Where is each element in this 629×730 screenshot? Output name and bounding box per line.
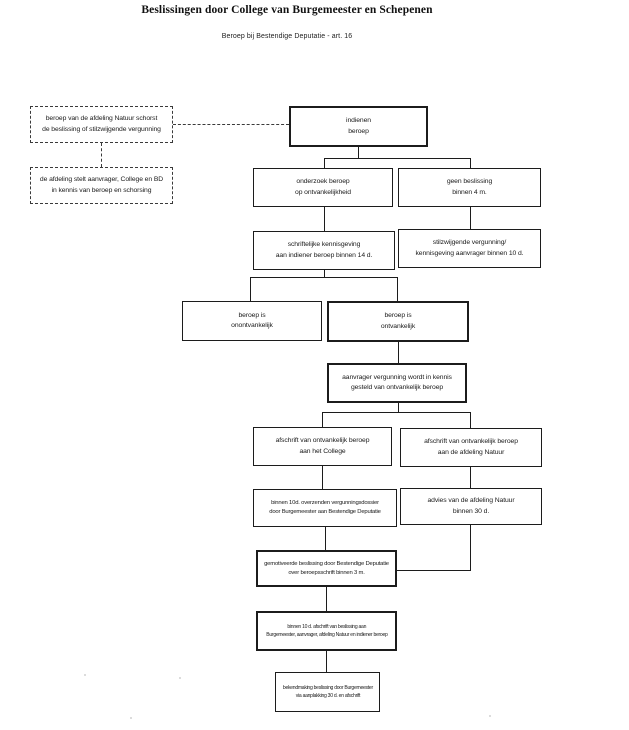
node-label-line: afschrift van ontvankelijk beroep [424, 438, 518, 446]
connector-line [397, 277, 398, 301]
node-afschrift-beslissing: binnen 10 d. afschrift van beslissing aa… [256, 611, 397, 651]
node-label-line: beroep is [238, 311, 266, 319]
node-label-line: gesteld van ontvankelijk beroep [350, 384, 444, 391]
node-label-line: aan indiener beroep binnen 14 d. [275, 251, 373, 259]
node-beroep-onontvankelijk: beroep is onontvankelijk [182, 301, 322, 341]
node-schriftelijke-kennisgeving: schriftelijke kennisgeving aan indiener … [253, 231, 395, 270]
node-label-line: binnen 10d. overzenden vergunningsdossie… [271, 500, 379, 507]
node-label-line: de afdeling stelt aanvrager, College en … [39, 176, 164, 184]
node-label-line: binnen 30 d. [452, 507, 490, 515]
connector-line [324, 207, 325, 231]
scan-speckle [489, 715, 491, 717]
connector-line [470, 158, 471, 168]
node-label-line: over beroepsschrift binnen 3 m. [288, 569, 365, 576]
node-label-line: beroep is [384, 312, 412, 320]
connector-line [398, 342, 399, 363]
node-beroep-ontvankelijk: beroep is ontvankelijk [327, 301, 469, 342]
connector-line [397, 570, 471, 571]
node-label-line: kennisgeving aanvrager binnen 10 d. [415, 249, 524, 257]
node-beroep-schorst: beroep van de afdeling Natuur schorst de… [30, 106, 173, 143]
node-stilzwijgende-vergunning: stilzwijgende vergunning/ kennisgeving a… [398, 229, 541, 268]
node-label-line: onderzoek beroep [296, 178, 350, 186]
node-label-line: op ontvankelijkheid [295, 188, 351, 196]
scan-speckle [84, 674, 86, 676]
node-label-line: afschrift van ontvankelijk beroep [275, 437, 370, 445]
connector-line [322, 466, 323, 489]
node-afschrift-natuur: afschrift van ontvankelijk beroep aan de… [400, 428, 542, 467]
dashed-connector-line [173, 124, 289, 125]
node-label-line: geen beslissing [446, 178, 493, 186]
connector-line [250, 277, 251, 301]
node-geen-beslissing: geen beslissing binnen 4 m. [398, 168, 541, 207]
node-label-line: aanvrager vergunning wordt in kennis [342, 373, 452, 381]
node-label-line: bekendmaking beslissing door Burgemeeste… [282, 684, 373, 691]
connector-line [250, 277, 398, 278]
node-label-line: aan het College [299, 447, 346, 455]
page-title: Beslissingen door College van Burgemeest… [141, 4, 433, 16]
connector-line [322, 412, 323, 427]
node-kennis-schorsing: de afdeling stelt aanvrager, College en … [30, 167, 173, 204]
connector-line [358, 147, 359, 158]
connector-line [324, 158, 325, 168]
node-label-line: ontvankelijk [380, 322, 416, 330]
node-label-line: gemotiveerde beslissing door Bestendige … [264, 560, 389, 567]
connector-line [326, 651, 327, 672]
node-indienen-beroep: indienen beroep [289, 106, 428, 147]
node-label-line: door Burgemeester aan Bestendige Deputat… [269, 509, 381, 515]
node-label-line: aan de afdeling Natuur [437, 448, 505, 456]
connector-line [470, 525, 471, 571]
node-overzenden-dossier: binnen 10d. overzenden vergunningsdossie… [253, 489, 397, 527]
scan-speckle [179, 677, 181, 679]
page-subtitle: Beroep bij Bestendige Deputatie - art. 1… [221, 33, 353, 40]
connector-line [322, 412, 471, 413]
node-label-line: stilzwijgende vergunning/ [432, 239, 507, 247]
connector-line [398, 403, 399, 412]
node-label-line: in kennis van beroep en schorsing [51, 186, 152, 194]
node-label-line: schriftelijke kennisgeving [287, 241, 361, 249]
connector-line [470, 467, 471, 488]
connector-line [326, 587, 327, 611]
node-label-line: onontvankelijk [231, 322, 273, 329]
scan-speckle [130, 717, 132, 719]
node-label-line: indienen [346, 117, 371, 125]
node-label-line: advies van de afdeling Natuur [427, 497, 515, 505]
node-onderzoek-ontvankelijkheid: onderzoek beroep op ontvankelijkheid [253, 168, 393, 207]
node-gemotiveerde-beslissing: gemotiveerde beslissing door Bestendige … [256, 550, 397, 587]
connector-line [470, 412, 471, 428]
node-label-line: beroep [348, 127, 369, 135]
node-advies-natuur: advies van de afdeling Natuur binnen 30 … [400, 488, 542, 525]
node-aanvrager-in-kennis: aanvrager vergunning wordt in kennis ges… [327, 363, 467, 403]
node-label-line: binnen 10 d. afschrift van beslissing aa… [287, 623, 366, 630]
node-label-line: beroep van de afdeling Natuur schorst [45, 115, 158, 123]
connector-line [470, 207, 471, 229]
node-label-line: via aanplakking 30 d. en afschrift [295, 693, 360, 699]
connector-line [325, 527, 326, 550]
node-label-line: Burgemeester, aanvrager, afdeling Natuur… [265, 632, 388, 638]
node-bekendmaking: bekendmaking beslissing door Burgemeeste… [275, 672, 380, 712]
node-label-line: de beslissing of stilzwijgende vergunnin… [42, 125, 161, 133]
node-label-line: binnen 4 m. [452, 188, 487, 196]
connector-line [324, 270, 325, 277]
dashed-connector-line [101, 143, 102, 167]
node-afschrift-college: afschrift van ontvankelijk beroep aan he… [253, 427, 392, 466]
connector-line [324, 158, 471, 159]
